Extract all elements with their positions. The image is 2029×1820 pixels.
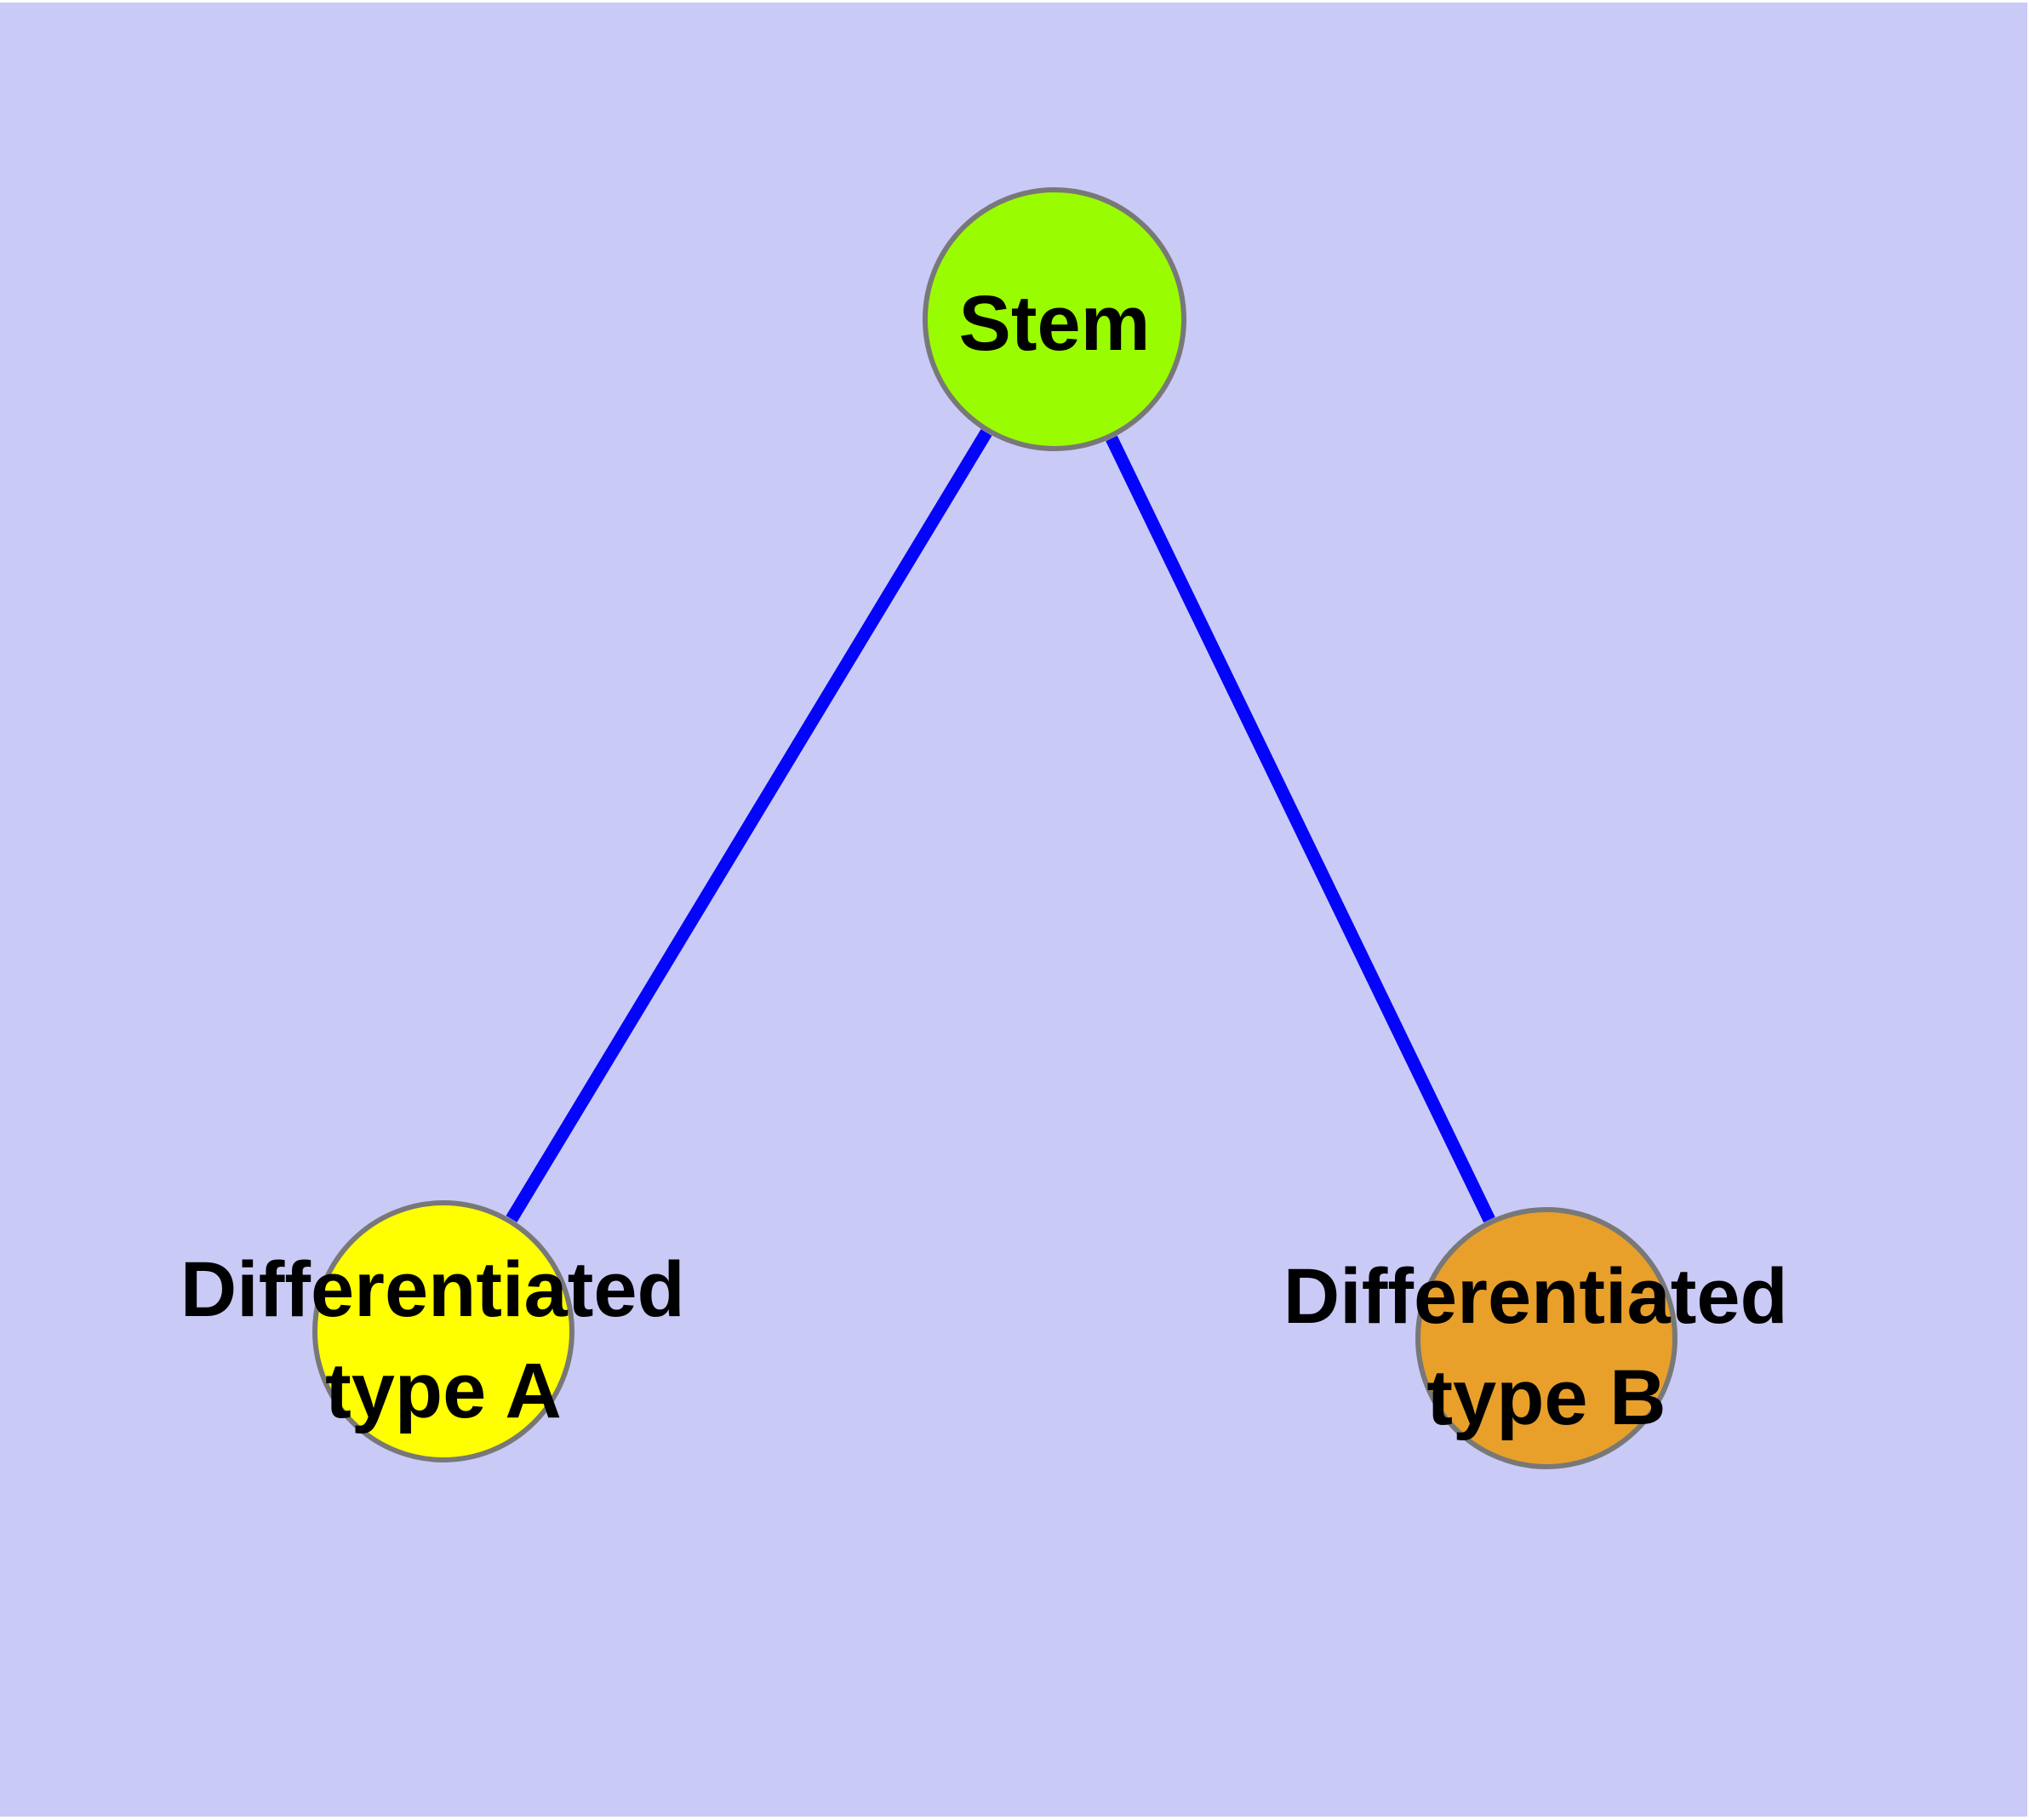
node-differentiated-type-a-label-line2: type A: [325, 1348, 562, 1434]
node-differentiated-type-b-label-line1: Differentiated: [1283, 1253, 1788, 1340]
node-differentiated-type-b-label-line2: type B: [1426, 1354, 1666, 1441]
node-differentiated-type-b-label: Differentiated type B: [1283, 1253, 1810, 1441]
node-differentiated-type-b: [1415, 1207, 1677, 1469]
node-differentiated-type-a-label: Differentiated type A: [180, 1246, 707, 1434]
node-stem-label: Stem: [959, 280, 1151, 367]
node-differentiated-type-a: [312, 1200, 574, 1462]
node-stem: [923, 187, 1186, 451]
edge-stem-to-type-b: [1106, 435, 1495, 1223]
node-differentiated-type-a-label-line1: Differentiated: [180, 1246, 685, 1333]
edge-stem-to-type-a: [506, 429, 992, 1222]
